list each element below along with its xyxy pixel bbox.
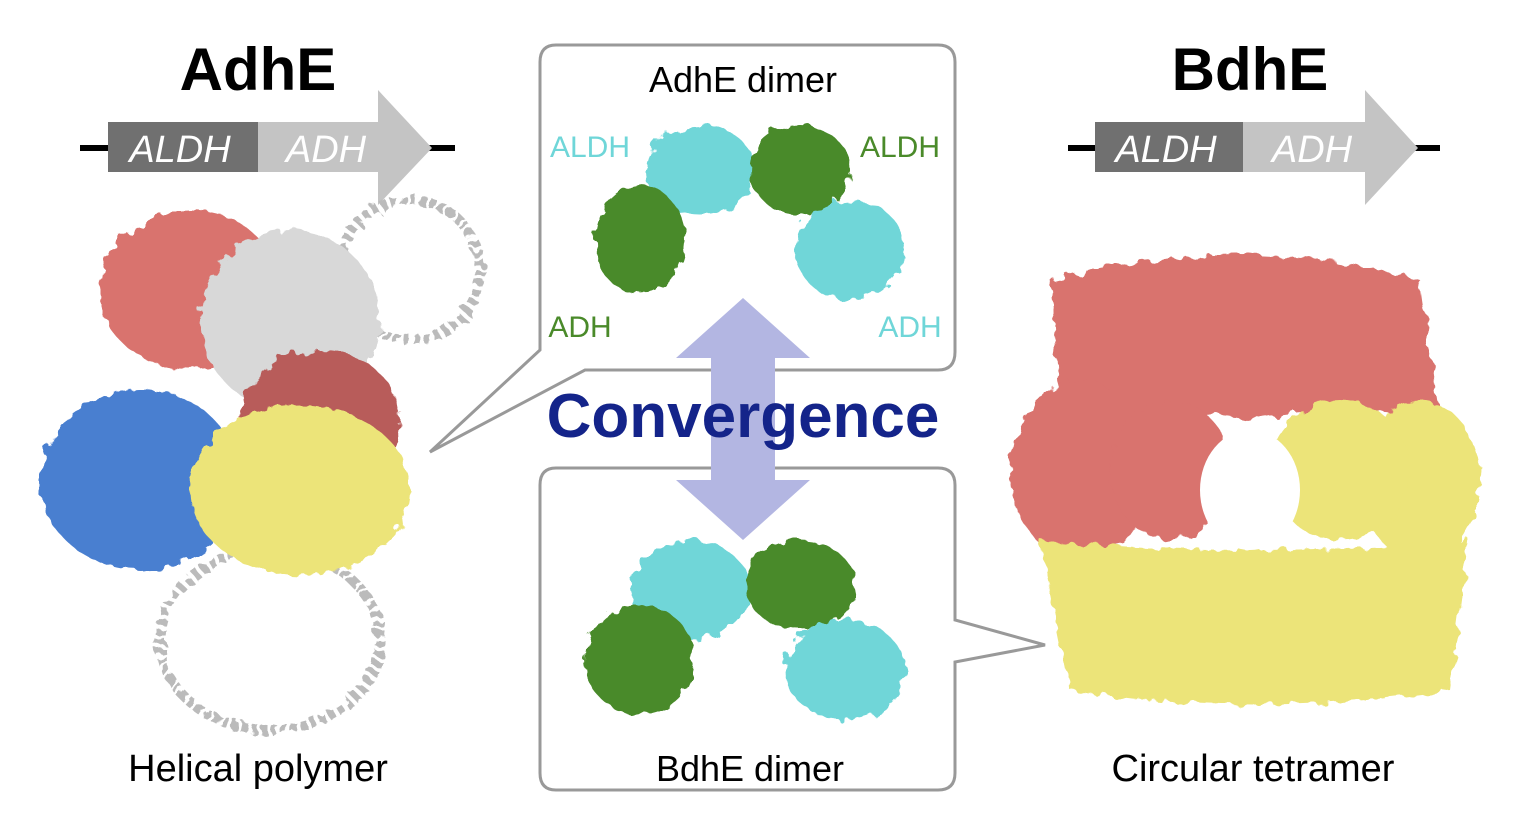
bdhe-gene-diagram: ALDH ADH [1068,90,1440,205]
adhe-dimer-callout: AdhE dimer ALDH ALDH ADH ADH [428,43,957,454]
aldh-domain-box [1095,122,1243,172]
aldh-label: ALDH [1113,129,1217,171]
adhe-dimer-structure [595,125,905,300]
adhe-title: AdhE [180,36,337,103]
aldh-green-label: ALDH [860,131,940,164]
bdhe-dimer-structure [585,540,905,720]
adh-label: ADH [284,129,367,171]
bdhe-panel: BdhE ALDH ADH Circular tetramer [1010,36,1480,790]
adh-domain-arrow [1243,90,1418,205]
circular-tetramer-caption: Circular tetramer [1112,748,1395,790]
adhe-dimer-title: AdhE dimer [649,59,837,100]
circular-tetramer-structure [1010,255,1480,705]
center-panel: AdhE dimer ALDH ALDH ADH ADH BdhE dimer [428,43,1046,792]
adh-domain-arrow [258,90,432,205]
convergence-label: Convergence [547,382,940,451]
aldh-cyan-label: ALDH [550,131,630,164]
bdhe-title: BdhE [1172,36,1329,103]
convergence-double-arrow [676,298,810,540]
aldh-domain-box [108,122,258,172]
helical-polymer-structure [40,195,485,735]
adhe-gene-diagram: ALDH ADH [80,90,455,205]
adh-label: ADH [1270,129,1353,171]
bdhe-dimer-title: BdhE dimer [656,748,844,789]
adh-cyan-label: ADH [878,311,941,344]
adhe-panel: AdhE ALDH ADH Helical polymer [40,36,485,790]
helical-polymer-caption: Helical polymer [128,748,388,790]
bdhe-dimer-callout: BdhE dimer [538,466,1046,792]
aldh-label: ALDH [127,129,231,171]
adh-green-label: ADH [548,311,611,344]
tetramer-central-hole [1200,430,1300,550]
